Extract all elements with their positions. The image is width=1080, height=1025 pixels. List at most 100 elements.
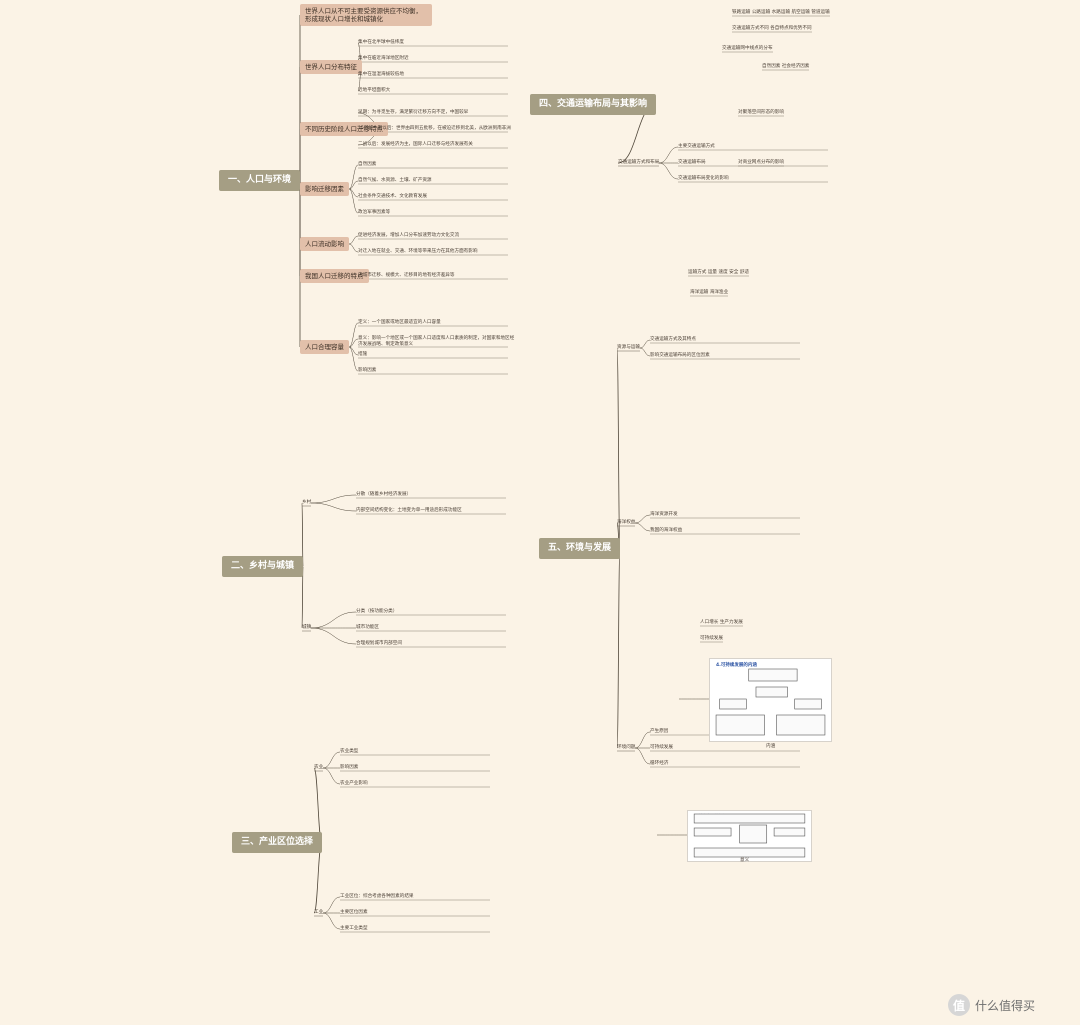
figure-box (715, 714, 765, 736)
connector-line (322, 767, 341, 785)
connector-line (616, 548, 621, 749)
figure-box (739, 824, 768, 844)
figure-title: 4.可持续发展的内涵 (716, 663, 757, 668)
connector-line (639, 339, 651, 349)
watermark: 值 什么值得买 (948, 994, 1035, 1016)
leaf-node: 定义：一个国家或地区最适宜的人口容量 (358, 320, 441, 325)
connector-line (348, 243, 359, 253)
connector-line (348, 346, 359, 372)
leaf-node: 分类（按功能分类） (356, 609, 398, 614)
leaf-node: 集中在温湿海拔较低地 (358, 72, 404, 77)
leaf-node: 我国的海洋权益 (650, 528, 683, 533)
branch-node: 海洋权益 (617, 520, 636, 525)
leaf-node: 内部空间结构变化：土地变为单一用途后形成功能区 (356, 508, 462, 513)
detail-text: 自然因素 社会经济因素 (762, 64, 810, 69)
figure-caption: 意义 (740, 858, 750, 863)
figure-box (773, 827, 806, 837)
connector-line (348, 188, 359, 198)
branch-node: 人口合理容量 (300, 340, 349, 355)
figure-diagram (715, 668, 826, 736)
leaf-node: 主要工业类型 (340, 926, 368, 931)
detail-text: 人口增长 生产力发展 (700, 620, 743, 625)
connector-line (348, 188, 359, 214)
figure-box (693, 813, 806, 824)
connector-line (322, 751, 341, 769)
leaf-node: 15世纪中期以后：世界由四到五批移，在被迫迁移到北美，从欧洲到南非洲 (358, 126, 511, 131)
leaf-node: 主要交通运输方式 (678, 144, 715, 149)
connector-line (322, 912, 341, 930)
figure-box (748, 668, 798, 682)
branch-node: 工业 (314, 910, 324, 915)
section-title: 三、产业区位选择 (232, 832, 323, 854)
detail-text: 交通运输网中线点的分布 (722, 46, 773, 51)
leaf-node: 海洋资源开发 (650, 512, 678, 517)
leaf-node: 自然气候、水资源、土壤、矿产资源 (358, 178, 432, 183)
leaf-node: 影响因素 (358, 368, 377, 373)
branch-node: 环境问题 (617, 745, 636, 750)
connector-line (310, 627, 357, 645)
branch-node: 交通运输方式和布局 (618, 160, 660, 165)
leaf-node: 集中在北半球中低纬度 (358, 40, 404, 45)
branch-node: 世界人口分布特征 (300, 60, 362, 75)
leaf-node: 城市功能区 (356, 625, 379, 630)
leaf-node: 集中在临近海洋地区附近 (358, 56, 409, 61)
leaf-node: 可持续发展 (650, 745, 673, 750)
detail-text: 交通运输方式不同 各自特点和优势不同 (732, 26, 812, 31)
figure-box (755, 686, 788, 698)
leaf-node: 工业区位：综合考虑各种因素的结果 (340, 894, 414, 899)
leaf-node: 主要区位因素 (340, 910, 368, 915)
connector-line (348, 322, 359, 348)
section-title: 四、交通运输布局与其影响 (530, 94, 657, 116)
leaf-node: 交通运输布局变化的影响 (678, 176, 729, 181)
branch-node: 世界人口从不可主要受资源供应不均衡，形成现状人口增长和城镇化 (300, 4, 432, 27)
detail-text: 运输方式 运量 速度 安全 舒适 (688, 270, 749, 275)
leaf-node: 交通运输布局 (678, 160, 706, 165)
branch-node: 资源与运输 (617, 345, 640, 350)
connector-line (310, 494, 357, 504)
leaf-node: 近地平坦面积大 (358, 88, 391, 93)
detail-text: 海洋运输 海洋渔业 (690, 290, 729, 295)
leaf-node: 意义：影响一个地区或一个国家人口适度和人口素质的制定，对国家和地区经济发展战略、… (358, 336, 515, 347)
embedded-figure: 4.可持续发展的内涵 (709, 658, 832, 742)
leaf-node: 影响因素 (340, 765, 359, 770)
watermark-text: 什么值得买 (975, 998, 1036, 1013)
leaf-node: 促进经济发展，增加人口分布加速劳动力文化交流 (358, 233, 460, 238)
connector-line (639, 347, 651, 357)
connector-line (348, 346, 359, 356)
connector-line (658, 146, 679, 164)
figure-box (693, 827, 732, 837)
figure-box (693, 847, 806, 858)
connector-line (348, 164, 359, 190)
connector-line (634, 747, 651, 765)
branch-node: 影响迁移因素 (300, 182, 349, 197)
leaf-node: 分散（随着乡村经济发展） (356, 492, 412, 497)
section-title: 五、环境与发展 (539, 538, 621, 560)
leaf-node: 对迁入地在就业、交通、环境等带来压力在其他方面有影响 (358, 249, 478, 254)
connector-line (322, 896, 341, 914)
branch-node: 不同历史阶段人口迁移特点 (300, 122, 388, 137)
watermark-logo-icon: 值 (948, 994, 970, 1016)
detail-text: 对聚落空间形态的影响 (738, 110, 784, 115)
leaf-node: 自然因素 (358, 162, 377, 167)
detail-text: 对商业网点分布的影响 (738, 160, 784, 165)
section-title: 二、乡村与城镇 (222, 556, 304, 578)
connector-line (634, 731, 651, 749)
connector-line (348, 235, 359, 245)
leaf-node: 合理规划城市内部空间 (356, 641, 402, 646)
connector-line (313, 842, 323, 914)
branch-node: 城镇 (302, 625, 312, 630)
figure-box (794, 698, 822, 710)
figure-box (719, 698, 747, 710)
figure-caption: 内涵 (766, 744, 776, 749)
leaf-node: 影响交通运输布局的区位因素 (650, 353, 710, 358)
branch-node: 人口流动影响 (300, 237, 349, 252)
connector-line (634, 514, 651, 524)
leaf-node: 产生原因 (650, 729, 669, 734)
leaf-node: 农业类型 (340, 749, 359, 754)
embedded-figure: 环境友好型社会 (687, 810, 812, 862)
detail-text: 可持续发展 (700, 636, 723, 641)
connector-line (348, 338, 359, 348)
figure-box (776, 714, 826, 736)
